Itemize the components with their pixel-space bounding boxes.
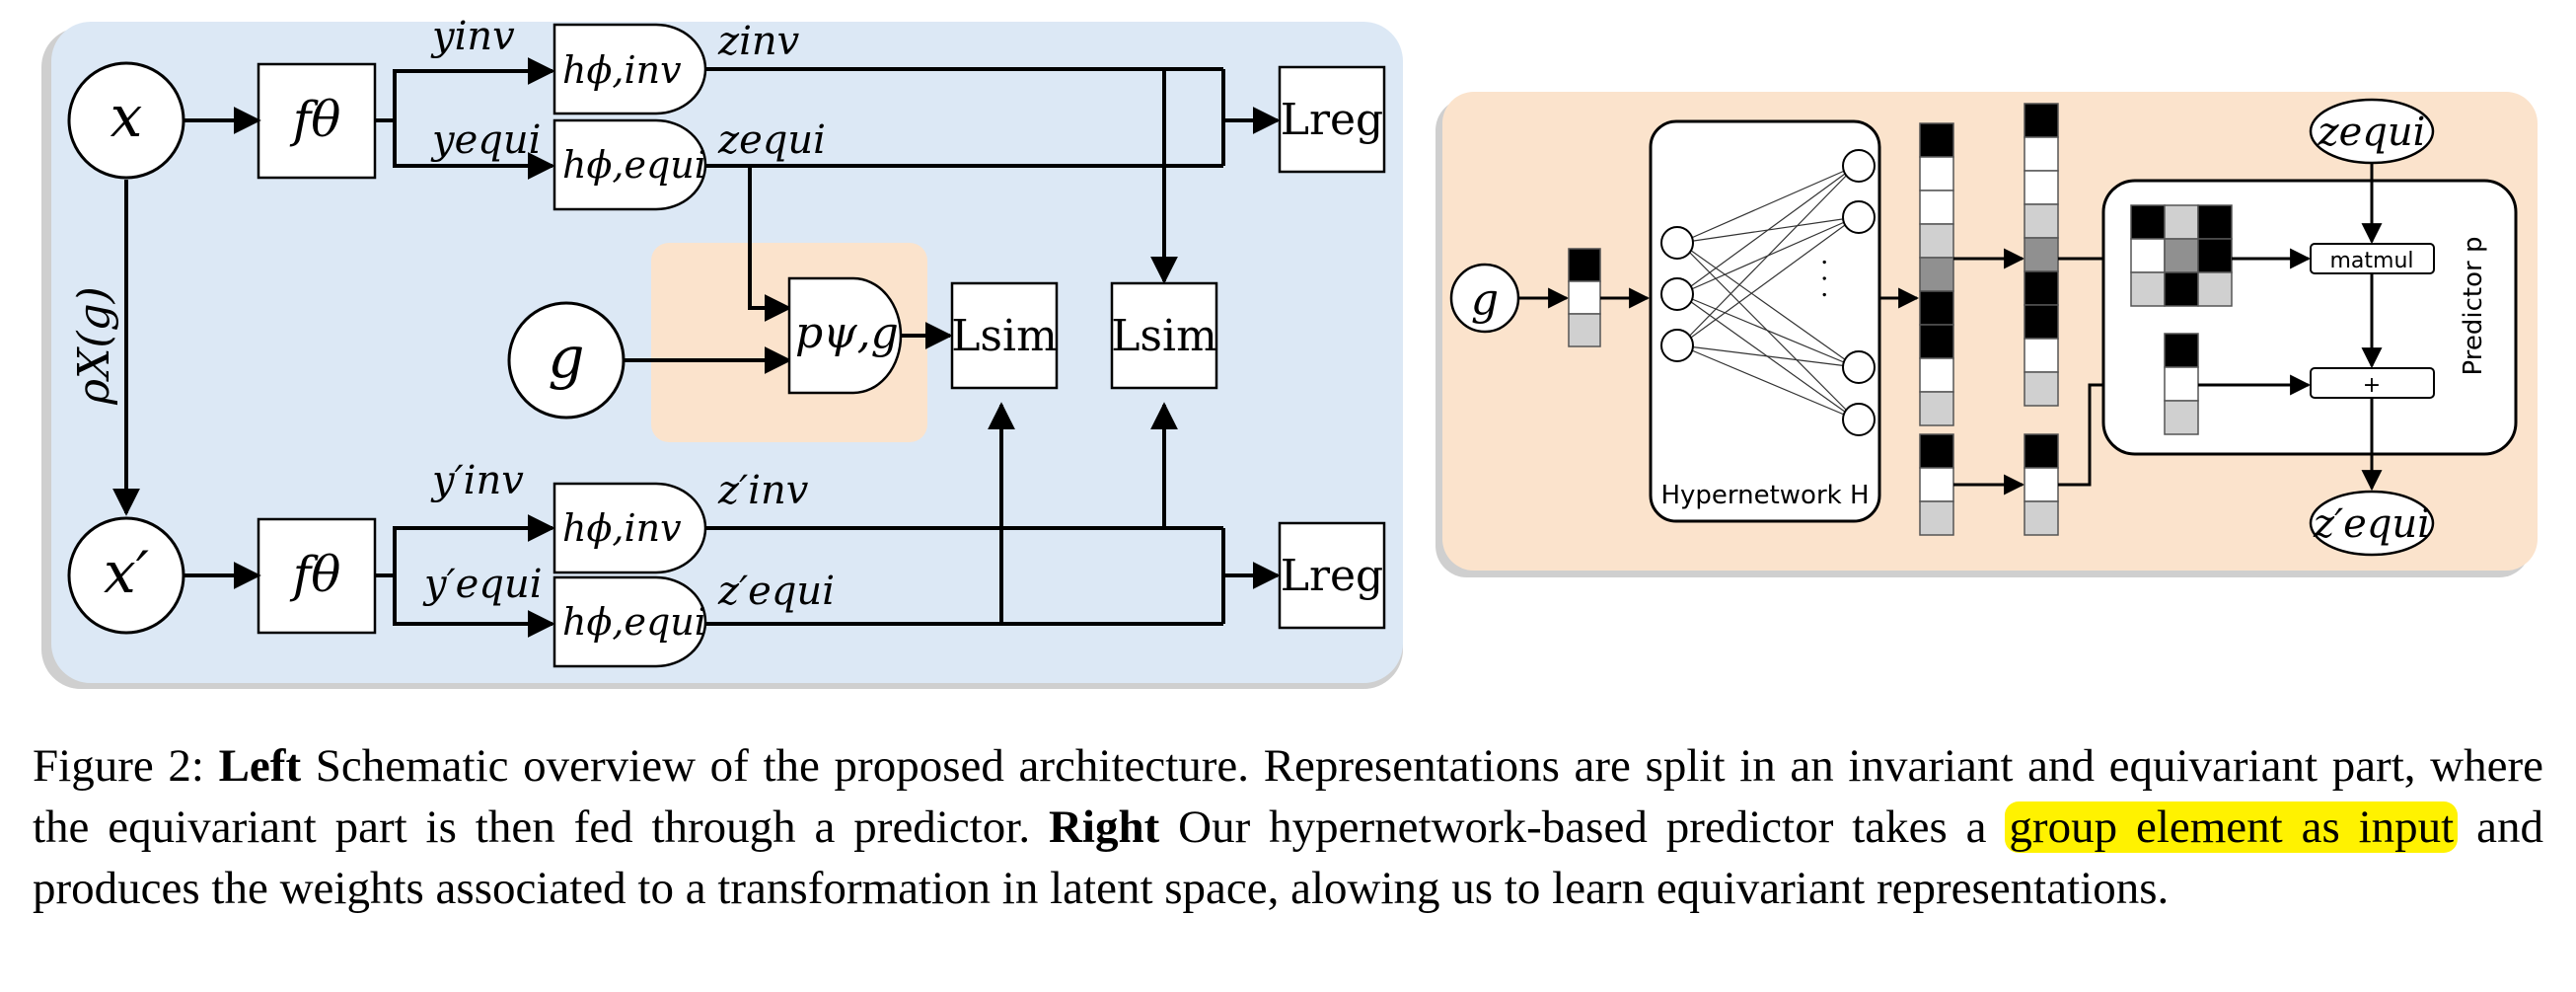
head-inv-top-label: hϕ,inv: [562, 48, 682, 92]
loss-sim-1: [950, 281, 1059, 390]
encoder-top-label: fθ: [289, 91, 341, 148]
figure-caption: Figure 2: Left Schematic overview of the…: [33, 735, 2543, 919]
caption-left-text: Schematic overview of the proposed archi…: [33, 740, 2543, 853]
head-equi-top-label: hϕ,equi: [562, 143, 706, 187]
predictor-p-label: Predictor p: [2459, 237, 2488, 376]
loss-reg-bottom-label: Lreg: [1281, 551, 1383, 601]
caption-right-text-2: and produces the weights associated to a…: [33, 801, 2543, 914]
head-inv-top: [552, 23, 707, 115]
z-equi-output-node: [2309, 490, 2435, 557]
z-equi-label: zequi: [717, 117, 826, 163]
input-x-prime-label: x′: [104, 539, 149, 606]
y-inv-label: yinv: [430, 14, 515, 59]
z-inv-label: zinv: [717, 19, 800, 64]
loss-sim-1-label: Lsim: [951, 311, 1058, 361]
hypernetwork-label: Hypernetwork H: [1660, 481, 1869, 510]
loss-sim-2-label: Lsim: [1111, 311, 1217, 361]
group-element-label: g: [548, 324, 584, 391]
right-diagram: g . . . Hypernetwork H: [1435, 92, 2538, 577]
z-equi-input-label: zequi: [2318, 110, 2426, 155]
architecture-figure: x x′ g ρX(g) fθ fθ yinv yequi y′inv y′eq…: [41, 14, 2538, 689]
z-inv-prime-label: z′inv: [717, 468, 809, 513]
caption-highlight: group element as input: [2005, 801, 2459, 853]
y-equi-prime-label: y′equi: [422, 562, 543, 607]
add-label: +: [2363, 373, 2381, 398]
neuron-ellipsis: . . .: [1816, 258, 1846, 298]
predictor-node: [787, 276, 903, 395]
y-equi-label: yequi: [430, 117, 541, 163]
head-equi-top: [552, 118, 707, 211]
loss-reg-top: [1278, 65, 1386, 174]
head-equi-bottom: [552, 575, 707, 668]
loss-sim-2: [1110, 281, 1218, 390]
matmul-label: matmul: [2329, 249, 2413, 273]
head-inv-bottom: [552, 482, 707, 574]
right-g-label: g: [1471, 274, 1499, 325]
z-equi-prime-label: z′equi: [717, 569, 835, 614]
hypernetwork-box: [1649, 119, 1881, 523]
input-x-label: x: [110, 83, 143, 150]
loss-reg-top-label: Lreg: [1281, 95, 1383, 145]
head-equi-bottom-label: hϕ,equi: [562, 600, 706, 644]
loss-reg-bottom: [1278, 521, 1386, 630]
head-inv-bottom-label: hϕ,inv: [562, 506, 682, 550]
y-inv-prime-label: y′inv: [430, 458, 524, 503]
predictor-label: pψ,g: [795, 308, 899, 358]
caption-prefix: Figure 2:: [33, 740, 219, 792]
encoder-bottom-label: fθ: [289, 546, 341, 603]
right-g-node: [1449, 263, 1520, 334]
caption-right-text-1: Our hypernetwork-based predictor takes a: [1159, 801, 2006, 853]
group-action-label: ρX(g): [69, 286, 119, 406]
caption-left-bold: Left: [218, 740, 302, 792]
caption-right-bold: Right: [1048, 801, 1160, 853]
z-equi-output-label: z′equi: [2313, 501, 2430, 547]
left-diagram: x x′ g ρX(g) fθ fθ yinv yequi y′inv y′eq…: [41, 14, 1403, 689]
